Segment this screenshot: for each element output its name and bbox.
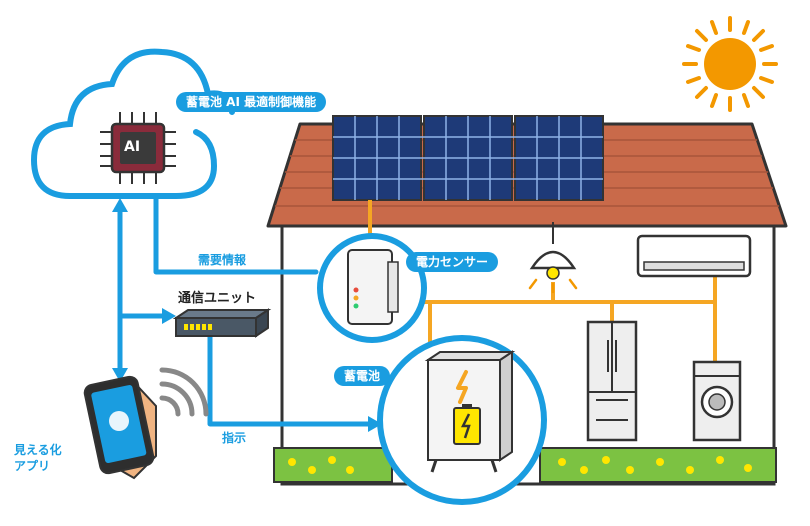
power-sensor-label: 電力センサー — [406, 252, 499, 272]
sun-icon — [682, 16, 778, 112]
storage-battery-icon — [377, 335, 547, 505]
lawn-right — [539, 447, 777, 483]
app-label-line1: 見える化 — [14, 443, 62, 457]
ai-chip-icon — [100, 112, 176, 184]
smartphone-icon — [83, 375, 157, 480]
refrigerator-icon — [586, 320, 638, 442]
cloud-ai-label: 蓄電池 AI 最適制御機能 — [176, 92, 327, 112]
arrow-heads — [112, 198, 382, 432]
air-conditioner-icon — [636, 234, 752, 278]
app-label-line2: アプリ — [14, 459, 51, 473]
solar-panels — [332, 115, 604, 201]
communication-unit-icon — [172, 308, 272, 338]
demand-info-label: 需要情報 — [198, 253, 247, 267]
flowers — [288, 456, 752, 474]
wifi-icon — [159, 367, 209, 417]
lamp-icon — [528, 222, 578, 294]
washing-machine-icon — [692, 360, 742, 442]
instruction-label: 指示 — [222, 431, 247, 445]
power-sensor-icon — [317, 233, 427, 343]
storage-battery-label: 蓄電池 — [334, 366, 391, 386]
data-lines — [117, 193, 375, 427]
ai-chip-label: AI — [124, 139, 141, 155]
communication-unit-label: 通信ユニット — [178, 291, 257, 306]
